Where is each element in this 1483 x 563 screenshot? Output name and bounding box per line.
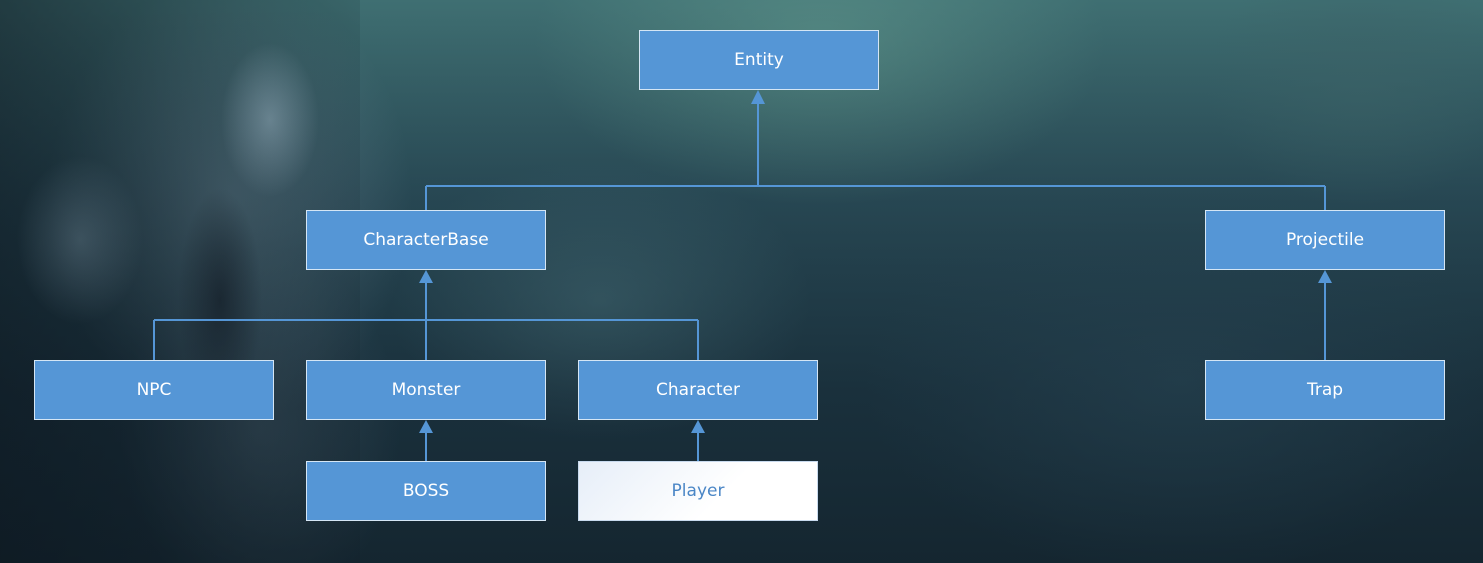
node-trap[interactable]: Trap (1205, 360, 1445, 420)
node-trap-label: Trap (1306, 380, 1344, 400)
node-npc-label: NPC (136, 380, 172, 400)
arrowhead-entity (751, 90, 765, 104)
node-player-label: Player (671, 481, 725, 501)
background-skull-artwork (0, 0, 360, 563)
node-character[interactable]: Character (578, 360, 818, 420)
node-monster[interactable]: Monster (306, 360, 546, 420)
arrowhead-character (691, 420, 705, 433)
node-player[interactable]: Player (578, 461, 818, 521)
arrowhead-monster (419, 420, 433, 433)
node-characterbase-label: CharacterBase (363, 230, 489, 250)
node-entity[interactable]: Entity (639, 30, 879, 90)
arrowhead-characterbase (419, 270, 433, 283)
node-character-label: Character (656, 380, 740, 400)
node-boss[interactable]: BOSS (306, 461, 546, 521)
node-projectile-label: Projectile (1285, 230, 1365, 250)
node-projectile[interactable]: Projectile (1205, 210, 1445, 270)
node-boss-label: BOSS (402, 481, 450, 501)
node-npc[interactable]: NPC (34, 360, 274, 420)
node-characterbase[interactable]: CharacterBase (306, 210, 546, 270)
node-entity-label: Entity (734, 50, 784, 70)
node-monster-label: Monster (391, 380, 461, 400)
arrowhead-projectile (1318, 270, 1332, 283)
